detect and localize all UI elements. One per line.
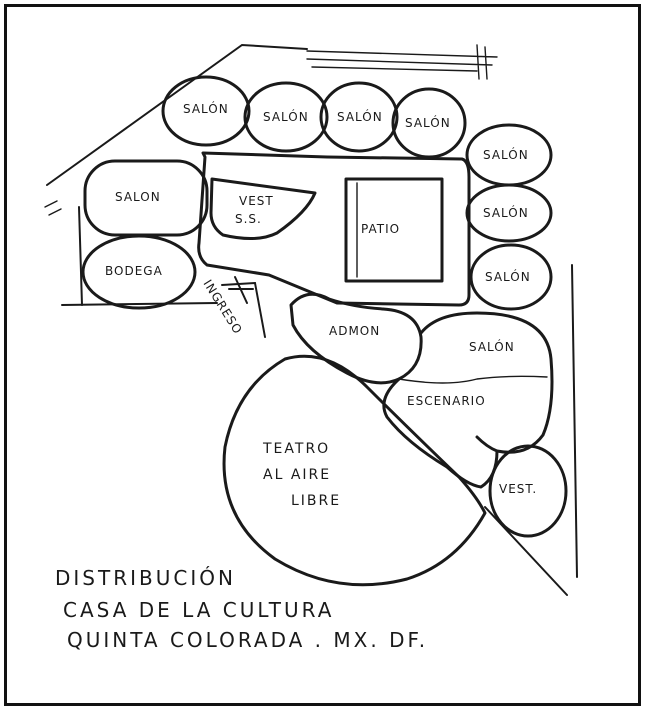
label-vest: VEST. bbox=[499, 482, 537, 496]
drawing-sheet: SALÓN SALÓN SALÓN SALÓN SALON VEST S.S. … bbox=[4, 4, 641, 706]
site-tick-marks bbox=[44, 200, 62, 216]
room-salon-top-2 bbox=[243, 81, 329, 153]
site-boundary-diagonal bbox=[46, 43, 308, 186]
room-escenario bbox=[382, 377, 499, 489]
corridor-block bbox=[197, 151, 471, 307]
label-patio: PATIO bbox=[361, 222, 400, 236]
label-salon-right-1: SALÓN bbox=[483, 147, 529, 162]
room-salon-top-4 bbox=[391, 87, 467, 159]
room-salon-lower bbox=[419, 311, 554, 454]
label-salon-right-3: SALÓN bbox=[485, 269, 531, 284]
site-boundary-left bbox=[78, 206, 83, 306]
label-bodega: BODEGA bbox=[105, 264, 163, 278]
room-vest bbox=[488, 444, 568, 538]
site-boundary-left-bottom bbox=[61, 302, 218, 306]
room-salon-right-2 bbox=[465, 183, 553, 243]
label-salon-lower: SALÓN bbox=[469, 339, 515, 354]
site-boundary-top-hatch bbox=[306, 44, 498, 80]
caption-line-1: DISTRIBUCIÓN bbox=[55, 566, 236, 590]
ingreso-arrow bbox=[221, 276, 266, 338]
label-vest-ss-2: S.S. bbox=[235, 212, 262, 226]
room-patio bbox=[344, 177, 444, 283]
label-salon-left: SALON bbox=[115, 190, 161, 204]
label-salon-right-2: SALÓN bbox=[483, 205, 529, 220]
floor-plan-sketch: SALÓN SALÓN SALÓN SALÓN SALON VEST S.S. … bbox=[44, 43, 578, 652]
room-admon bbox=[289, 292, 423, 385]
label-admon: ADMON bbox=[329, 324, 380, 338]
room-salon-right-3 bbox=[469, 243, 553, 311]
escenario-divider bbox=[398, 375, 548, 384]
room-vest-ss bbox=[209, 177, 317, 240]
label-salon-top-3: SALÓN bbox=[337, 109, 383, 124]
caption-line-2: CASA DE LA CULTURA bbox=[63, 598, 334, 622]
room-salon-top-1 bbox=[161, 75, 251, 147]
label-salon-top-2: SALÓN bbox=[263, 109, 309, 124]
label-teatro-2: AL AIRE bbox=[263, 467, 331, 483]
label-teatro-3: LIBRE bbox=[291, 493, 341, 509]
site-boundary-right bbox=[571, 264, 578, 578]
caption-line-3: QUINTA COLORADA . MX. DF. bbox=[67, 628, 428, 652]
label-salon-top-4: SALÓN bbox=[405, 115, 451, 130]
room-salon-top-3 bbox=[319, 81, 399, 153]
room-teatro-al-aire-libre bbox=[222, 354, 487, 587]
label-vest-ss-1: VEST bbox=[239, 194, 274, 208]
room-bodega bbox=[81, 234, 197, 310]
label-teatro-1: TEATRO bbox=[262, 441, 330, 457]
label-salon-top-1: SALÓN bbox=[183, 101, 229, 116]
label-escenario: ESCENARIO bbox=[407, 394, 486, 408]
